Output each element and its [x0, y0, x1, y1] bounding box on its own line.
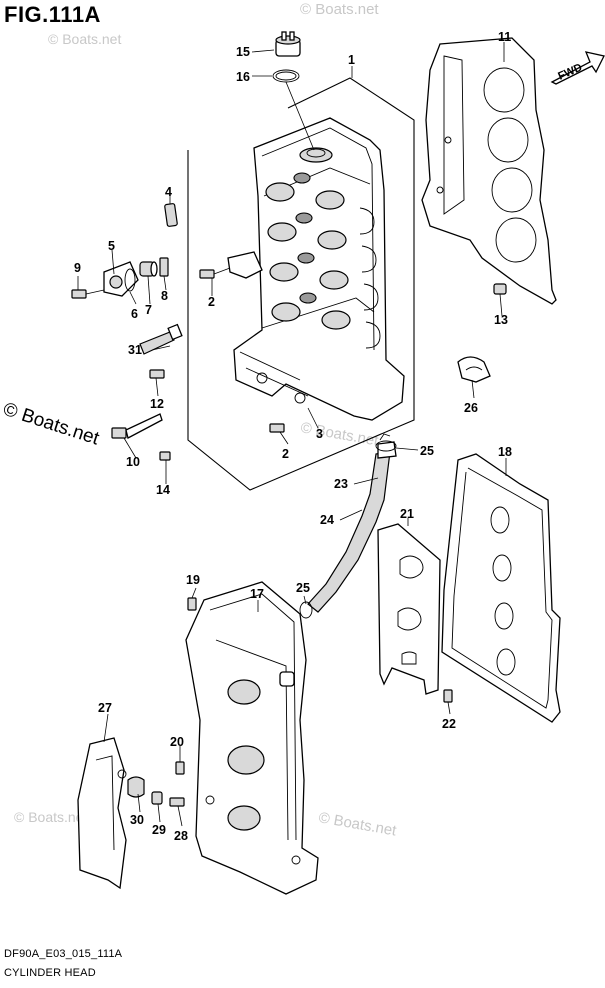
cap-o-ring: [272, 69, 300, 83]
callout-22: 22: [442, 717, 456, 731]
oil-filler-cap: [275, 31, 301, 57]
callout-13: 13: [494, 313, 508, 327]
cylinder-head: [233, 117, 405, 421]
callout-25-upper: 25: [420, 444, 434, 458]
watermark-dark-left: © Boats.net: [0, 399, 102, 450]
callout-7: 7: [145, 303, 152, 317]
hose-clamp-25-upper: [375, 433, 397, 452]
callout-8: 8: [161, 289, 168, 303]
bolt-2-lower: [269, 423, 285, 433]
callout-14: 14: [156, 483, 170, 497]
sensor-31: [139, 323, 183, 355]
watermark-bottom-right: © Boats.net: [317, 809, 398, 840]
callout-5: 5: [108, 239, 115, 253]
callout-31: 31: [128, 343, 142, 357]
callout-19: 19: [186, 573, 200, 587]
callout-23: 23: [334, 477, 348, 491]
callout-30: 30: [130, 813, 144, 827]
watermark-middle: © Boats.net: [299, 419, 380, 450]
collar-29: [151, 791, 163, 805]
dowel-pin: [493, 283, 507, 295]
callout-11: 11: [498, 30, 511, 44]
callout-3: 3: [316, 427, 323, 441]
head-cover-gasket: [441, 453, 561, 723]
bracket-2: [227, 251, 263, 279]
thermostat-cap-5: [103, 261, 139, 297]
fwd-label: FWD: [556, 62, 584, 83]
bolt-19: [187, 597, 197, 611]
bolt-20: [175, 761, 185, 775]
callout-12: 12: [150, 397, 164, 411]
callout-24: 24: [320, 513, 334, 527]
bolt-12: [149, 369, 165, 379]
callout-9: 9: [74, 261, 81, 275]
callout-26: 26: [464, 401, 478, 415]
callout-16: 16: [236, 70, 250, 84]
bolt-28: [169, 797, 185, 807]
fwd-arrow-icon: FWD: [550, 51, 605, 85]
plug-14: [159, 451, 171, 461]
long-bolt-10: [111, 413, 163, 439]
watermark-top: © Boats.net: [300, 1, 379, 18]
callout-25-lower: 25: [296, 581, 310, 595]
callout-10: 10: [126, 455, 140, 469]
callout-21: 21: [400, 507, 414, 521]
clip-26: [457, 356, 491, 383]
bolt-2-upper: [199, 267, 231, 279]
cylinder-head-cover: [185, 581, 319, 895]
callout-4: 4: [165, 185, 172, 199]
callout-1: 1: [348, 53, 355, 67]
bolt-22: [443, 689, 453, 703]
callout-15: 15: [236, 45, 250, 59]
figure-title: FIG.111A: [4, 2, 101, 27]
watermark-top-left: © Boats.net: [48, 31, 121, 47]
figure-code: DF90A_E03_015_111A: [4, 948, 123, 960]
cover-27: [77, 737, 127, 890]
bolt-9: [71, 289, 105, 299]
leader-lines: [77, 42, 507, 827]
callout-18: 18: [498, 445, 512, 459]
watermark-bottom-left: © Boats.net: [14, 809, 87, 825]
callout-27: 27: [98, 701, 112, 715]
callout-labels: 15 16 1 11 4 5 9 6 7 8 2 31 12 10 14 2 3…: [74, 30, 512, 843]
collar-7: [139, 261, 158, 277]
baffle-plate: [377, 523, 441, 695]
plug-4: [164, 203, 178, 227]
callout-29: 29: [152, 823, 166, 837]
bolt-8: [159, 257, 169, 277]
callout-17: 17: [250, 587, 264, 601]
head-gasket: [421, 37, 557, 305]
assembly-frame: [187, 77, 415, 491]
callout-2-lower: 2: [282, 447, 289, 461]
callout-28: 28: [174, 829, 188, 843]
figure-name: CYLINDER HEAD: [4, 967, 96, 979]
callout-2-upper: 2: [208, 295, 215, 309]
callout-20: 20: [170, 735, 184, 749]
breather-hose: [307, 441, 397, 613]
callout-6: 6: [131, 307, 138, 321]
gasket-6: [124, 268, 136, 292]
grommet-30: [127, 776, 145, 798]
